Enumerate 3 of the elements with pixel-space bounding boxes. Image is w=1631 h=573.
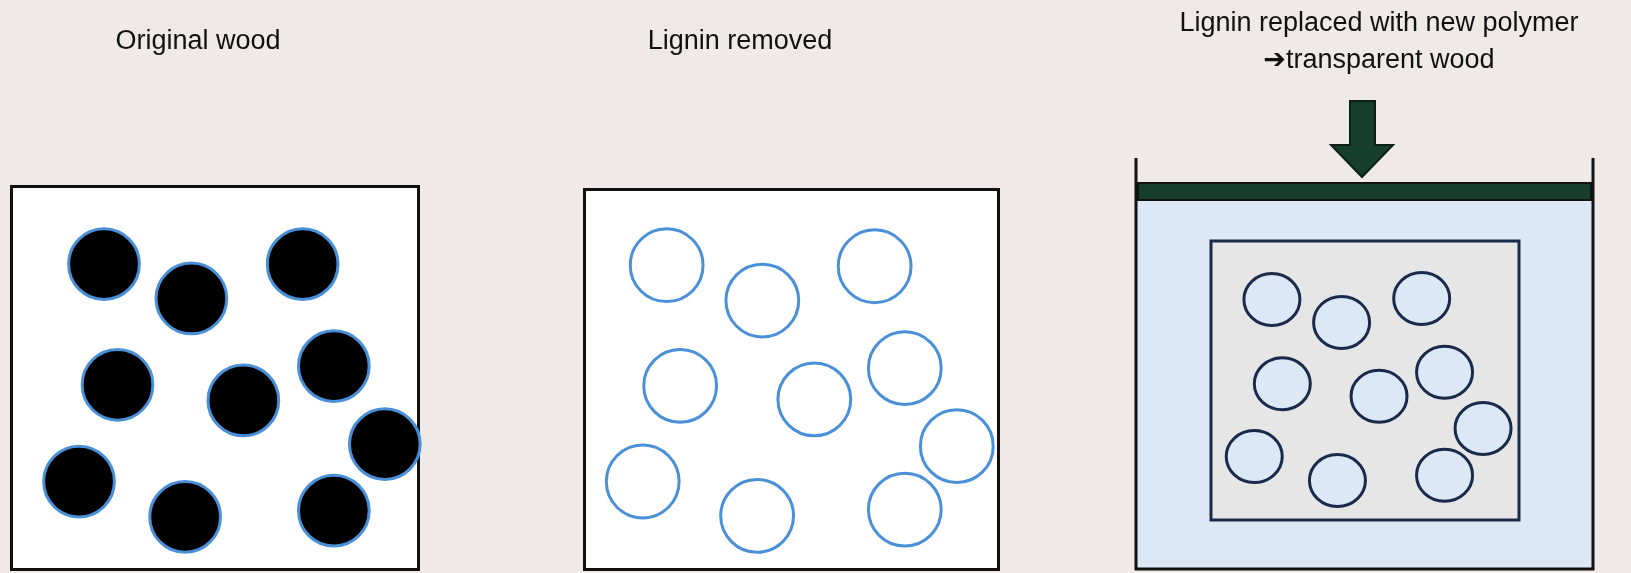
panel-heading: Lignin replaced with new polymer ➔transparent wood [1178, 6, 1580, 76]
panel-heading: Lignin removed [646, 24, 834, 57]
panel-heading: Original wood [114, 24, 282, 57]
